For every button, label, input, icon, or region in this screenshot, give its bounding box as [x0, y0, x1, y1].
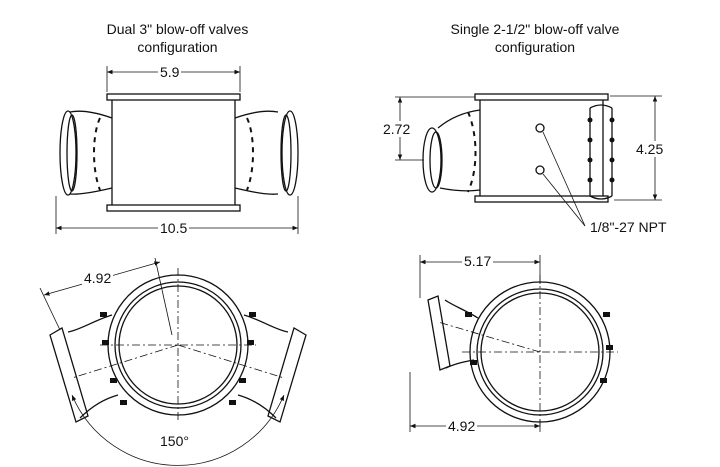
dim-dual-angle: 150°: [158, 433, 191, 449]
dim-single-offset-top: 5.17: [462, 253, 494, 269]
single-side-view: [395, 93, 662, 227]
dim-single-port-height: 2.72: [381, 121, 413, 137]
dual-top-view: [39, 257, 307, 466]
single-top-view: [409, 255, 618, 432]
single-config-title: Single 2-1/2" blow-off valve configurati…: [450, 21, 620, 55]
dim-single-offset-bottom: 4.92: [446, 418, 478, 434]
dim-dual-overall-length: 10.5: [158, 220, 190, 236]
dim-single-body-height: 4.25: [634, 141, 666, 157]
dual-side-view: [55, 66, 299, 234]
dual-config-title: Dual 3" blow-off valves configuration: [106, 21, 249, 55]
dim-dual-top-width: 5.9: [158, 64, 182, 80]
npt-callout: 1/8"-27 NPT: [588, 219, 669, 235]
dim-dual-offset: 4.92: [82, 270, 114, 286]
